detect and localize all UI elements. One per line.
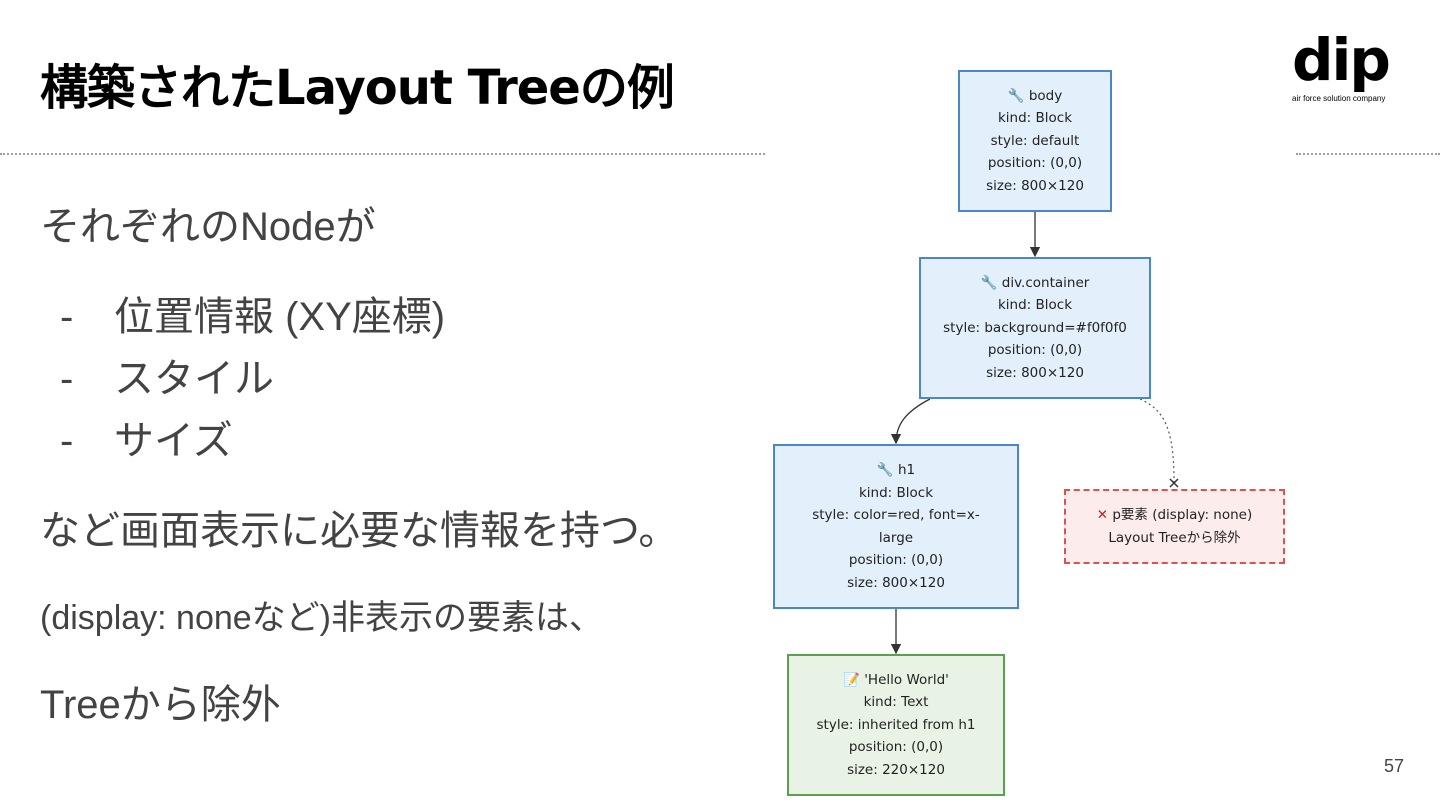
logo-tagline: air force solution company xyxy=(1292,94,1386,103)
node-position: position: (0,0) xyxy=(848,739,944,756)
node-kind: kind: Block xyxy=(997,297,1073,314)
node-position: position: (0,0) xyxy=(848,552,944,568)
node-hello-world-text: 📝 'Hello World' kind: Text style: inheri… xyxy=(787,654,1005,796)
node-style: style: inherited from h1 xyxy=(816,716,976,733)
company-logo: dip air force solution company xyxy=(1292,30,1412,103)
cross-mark-icon: ✕ xyxy=(1096,507,1109,523)
node-label: ✕ p要素 (display: none) xyxy=(1066,504,1283,527)
node-size: size: 220×120 xyxy=(847,761,945,778)
node-label: 🔧 body xyxy=(1007,87,1063,104)
node-label: 🔧 div.container xyxy=(980,274,1090,291)
node-style: style: default xyxy=(990,132,1080,149)
node-label-text: p要素 (display: none) xyxy=(1112,507,1253,523)
bullet-item: -位置情報 (XY座標) xyxy=(60,295,446,339)
node-kind: kind: Text xyxy=(863,694,929,711)
edge-div-to-p xyxy=(1139,398,1175,483)
node-label: 📝 'Hello World' xyxy=(843,671,949,688)
node-kind: kind: Block xyxy=(858,484,934,501)
page-number: 57 xyxy=(1384,756,1405,776)
note-text-line2: Treeから除外 xyxy=(40,683,281,727)
note-text-line1: (display: noneなど)非表示の要素は、 xyxy=(40,599,604,637)
bullet-label: 位置情報 (XY座標) xyxy=(114,295,446,339)
node-label: 🔧 h1 xyxy=(876,462,916,478)
logo-mark: dip xyxy=(1292,26,1391,94)
bullet-label: スタイル xyxy=(114,357,274,401)
edge-div-to-h1 xyxy=(890,398,931,445)
node-position: position: (0,0) xyxy=(987,155,1083,172)
node-body: 🔧 body kind: Block style: default positi… xyxy=(958,70,1112,212)
bullet-item: -スタイル xyxy=(60,357,274,401)
node-kind: kind: Block xyxy=(997,110,1073,127)
node-p-excluded: ✕ p要素 (display: none) Layout Treeから除外 xyxy=(1064,489,1285,564)
node-style: style: color=red, font=x- xyxy=(812,507,980,523)
node-h1: 🔧 h1 kind: Block style: color=red, font=… xyxy=(773,444,1019,609)
conclusion-text: など画面表示に必要な情報を持つ。 xyxy=(40,509,679,553)
title-divider-right xyxy=(1296,153,1440,155)
node-div-container: 🔧 div.container kind: Block style: backg… xyxy=(919,257,1151,399)
intro-text: それぞれのNodeが xyxy=(40,205,376,249)
node-style: style: background=#f0f0f0 xyxy=(943,319,1127,336)
node-note: Layout Treeから除外 xyxy=(1108,529,1241,546)
node-position: position: (0,0) xyxy=(987,342,1083,359)
slide-title: 構築されたLayout Treeの例 xyxy=(40,60,675,116)
node-size: size: 800×120 xyxy=(986,177,1084,194)
bullet-label: サイズ xyxy=(114,419,233,463)
title-divider-left xyxy=(0,153,765,155)
bullet-item: -サイズ xyxy=(60,419,233,463)
node-style-cont: large xyxy=(878,529,914,546)
edge-cross-marker xyxy=(1169,478,1179,488)
node-size: size: 800×120 xyxy=(847,574,945,591)
node-size: size: 800×120 xyxy=(986,364,1084,381)
